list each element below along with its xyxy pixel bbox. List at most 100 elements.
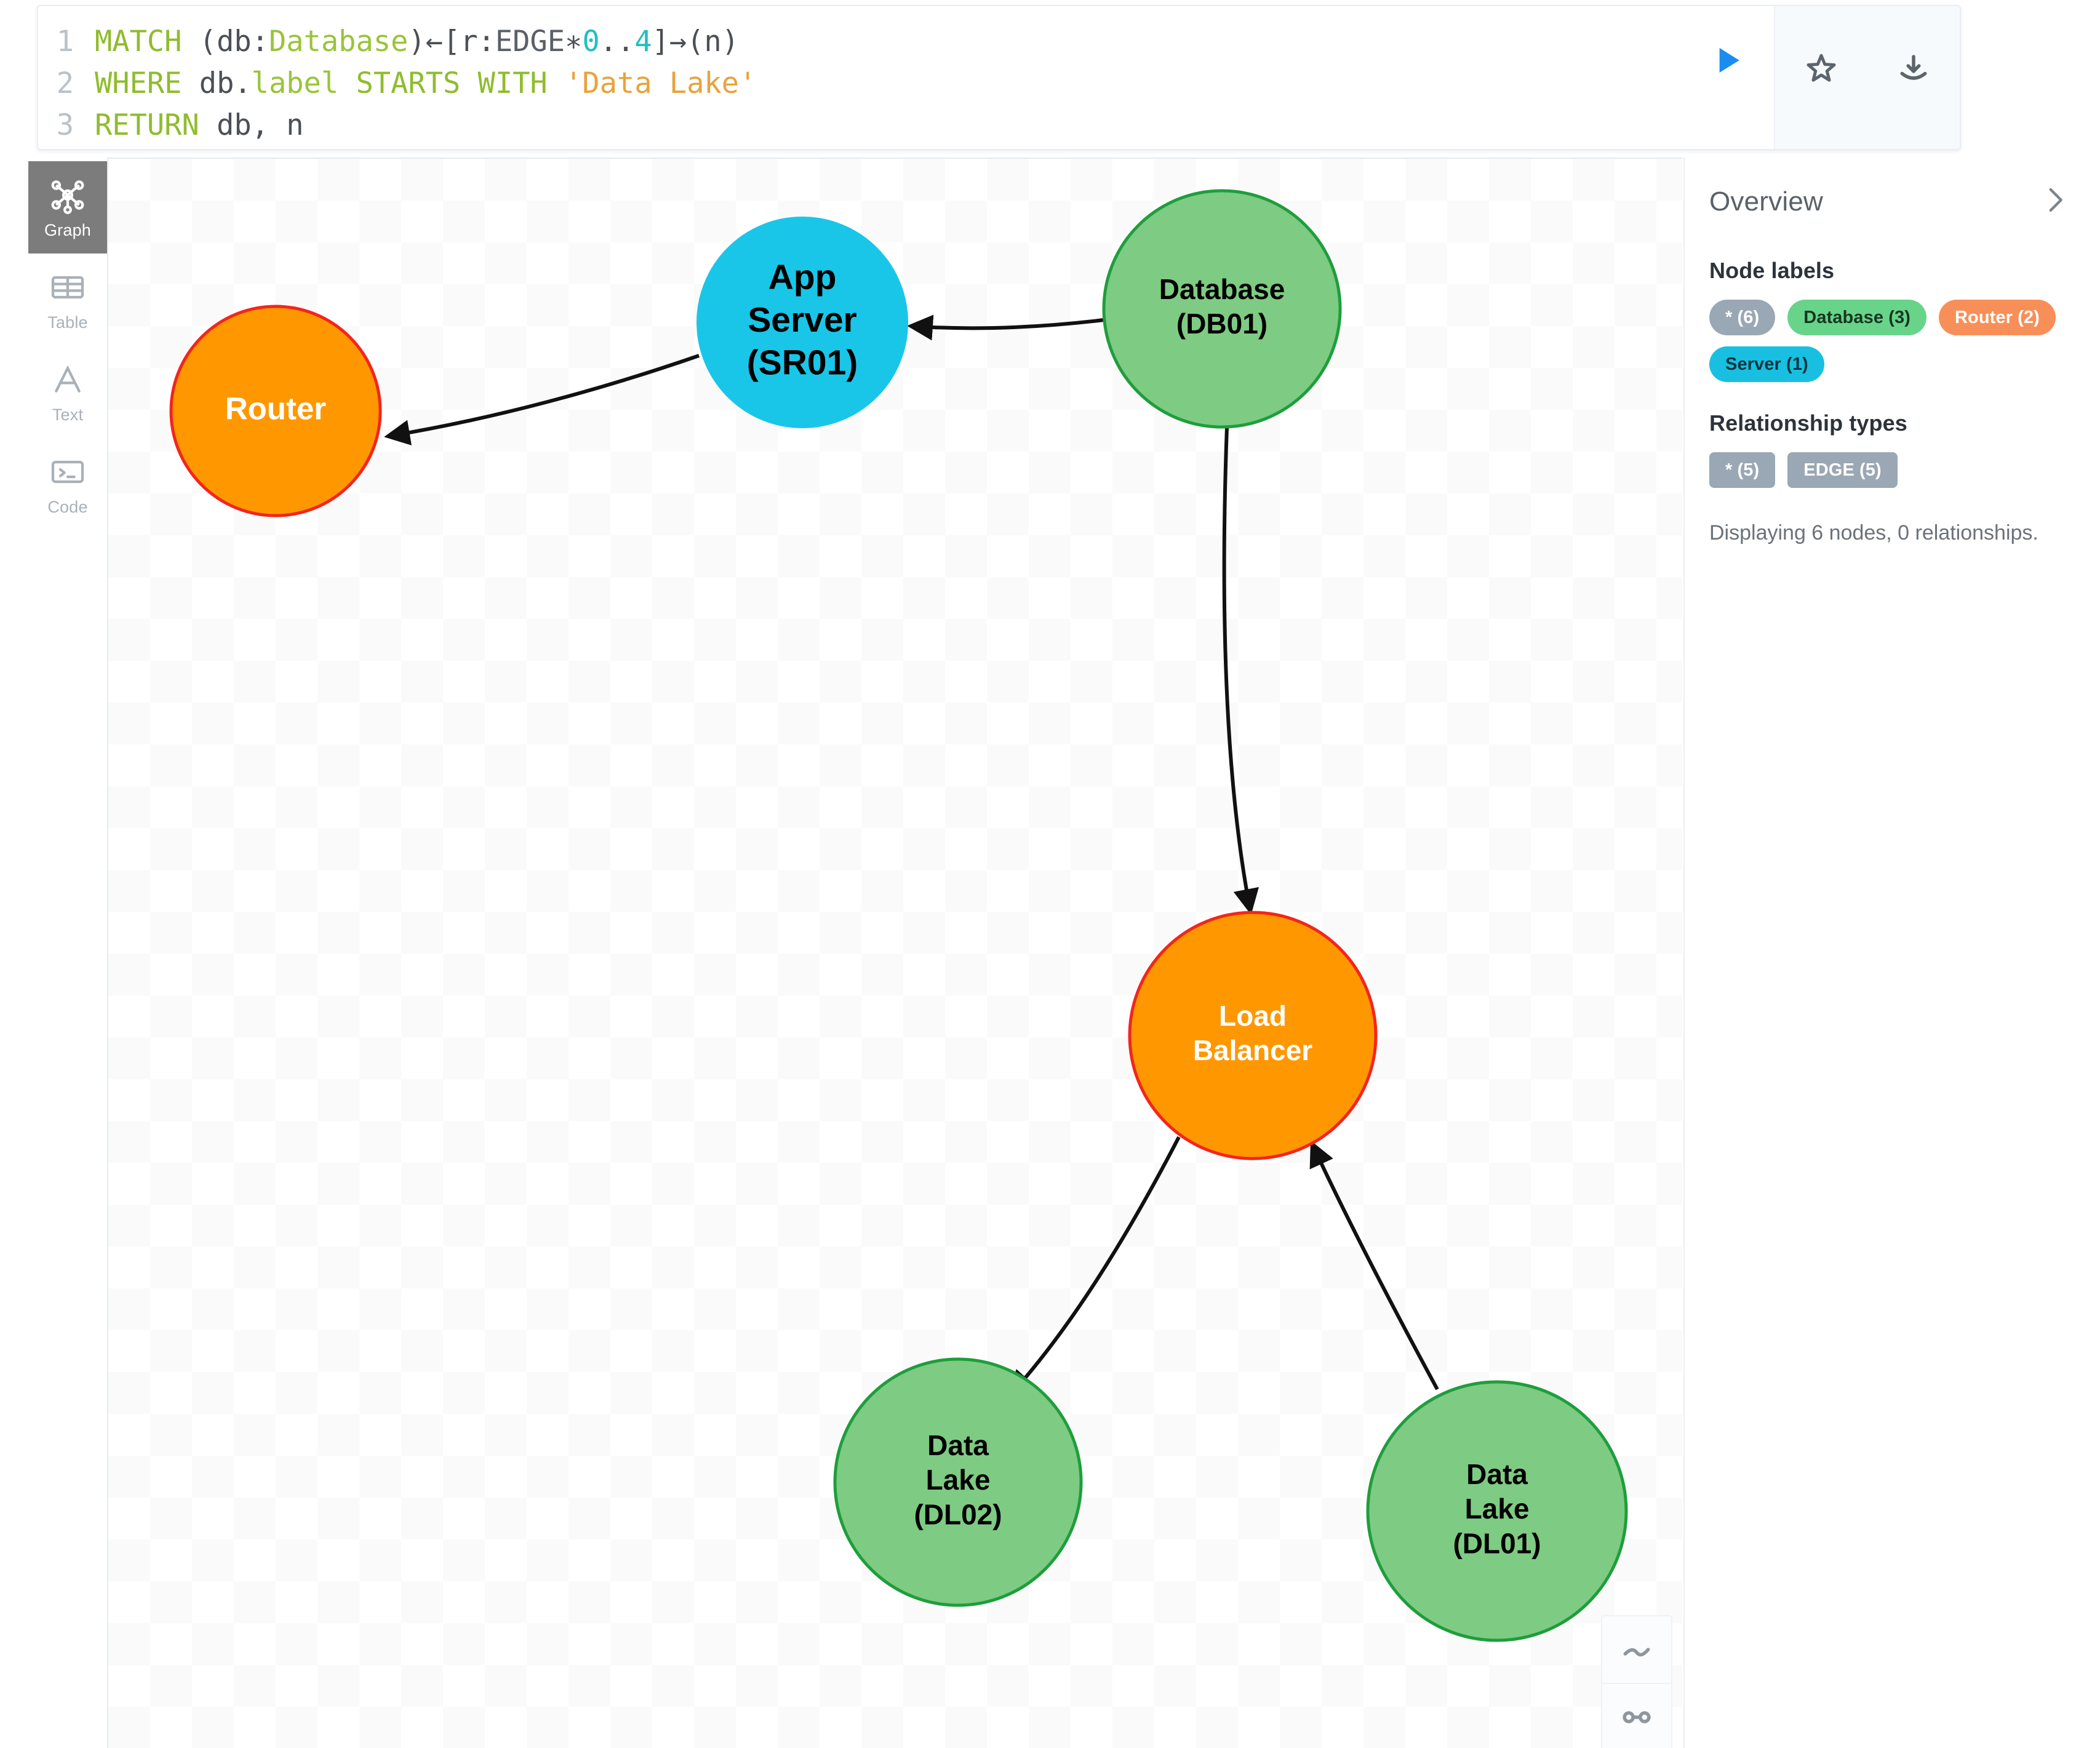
view-mode-sidebar: Graph Table Text: [28, 161, 107, 1748]
sidebar-item-code-label: Code: [47, 498, 88, 516]
graph-node-label: Balancer: [1193, 1034, 1312, 1066]
code-token: 'Data Lake': [565, 66, 757, 100]
star-icon: [1807, 54, 1836, 82]
code-token: MATCH: [95, 25, 199, 58]
graph-node-circle[interactable]: [169, 305, 382, 517]
overview-panel: Overview Node labels * (6) Database (3) Ro…: [1683, 158, 2100, 1748]
relationship-type-chip[interactable]: EDGE (5): [1787, 452, 1898, 488]
editor-actions: [1682, 6, 1960, 149]
toolbar-divider: [1774, 6, 1775, 149]
code-token: .: [234, 66, 252, 100]
relationship-type-chip-list: * (5) EDGE (5): [1709, 452, 2073, 488]
graph-node-label: Load: [1219, 1000, 1287, 1032]
sidebar-item-graph[interactable]: Graph: [28, 161, 107, 253]
code-token: ,: [251, 108, 287, 142]
download-button[interactable]: [1867, 41, 1960, 114]
code-token: )←[: [408, 25, 461, 58]
graph-node-circle[interactable]: [1366, 1380, 1628, 1642]
graph-edge[interactable]: [1008, 1136, 1181, 1397]
graph-node[interactable]: Database(DB01): [1102, 189, 1342, 429]
graph-edges: [384, 314, 1439, 1397]
code-token: n: [704, 25, 722, 58]
overview-title: Overview: [1709, 186, 1823, 217]
code-token: r: [460, 25, 478, 58]
panel-collapse-button[interactable]: [2037, 182, 2073, 221]
relationship-type-chip[interactable]: * (5): [1709, 452, 1776, 488]
graph-edge[interactable]: [384, 354, 700, 445]
code-token: [548, 66, 565, 100]
graph-edge[interactable]: [1222, 426, 1260, 915]
code-token: [338, 66, 356, 100]
code-token: :: [477, 25, 495, 58]
code-token: ∗: [565, 25, 583, 58]
play-icon: [1719, 48, 1739, 73]
graph-node-circle[interactable]: [833, 1357, 1083, 1607]
graph-node-label: (DB01): [1176, 308, 1268, 340]
favorite-button[interactable]: [1775, 41, 1867, 114]
overview-header: Overview: [1709, 182, 2073, 221]
graph-node-circle[interactable]: [697, 217, 908, 428]
zoom-out-button[interactable]: [1602, 1684, 1671, 1748]
line-number: 3: [56, 108, 74, 142]
code-token: db: [217, 25, 252, 58]
sidebar-item-code[interactable]: Code: [28, 438, 107, 530]
graph-edge[interactable]: [907, 314, 1104, 341]
minus-icon: [1623, 1711, 1651, 1723]
code-token: 0: [582, 25, 600, 58]
node-label-chip[interactable]: Database (3): [1787, 300, 1926, 335]
editor-secondary-actions: [1775, 6, 1960, 149]
overview-status-text: Displaying 6 nodes, 0 relationships.: [1709, 521, 2038, 545]
run-query-button[interactable]: [1682, 31, 1774, 105]
graph-node-circle[interactable]: [1128, 911, 1378, 1160]
sidebar-item-graph-label: Graph: [44, 221, 92, 239]
node-label-chip[interactable]: Router (2): [1938, 300, 2056, 335]
node-label-chip[interactable]: Server (1): [1709, 346, 1824, 382]
node-label-chip[interactable]: * (6): [1709, 300, 1776, 335]
table-icon: [51, 276, 84, 299]
sidebar-item-table[interactable]: Table: [28, 253, 107, 346]
code-token: ]→(: [652, 25, 705, 58]
graph-zoom-controls[interactable]: [1601, 1615, 1672, 1748]
code-token: Database: [268, 25, 409, 58]
code-token: ): [721, 25, 739, 58]
graph-node-label: Server: [748, 300, 857, 340]
graph-node-label: Data: [927, 1429, 989, 1461]
zoom-in-button[interactable]: [1602, 1616, 1671, 1684]
graph-node-label: Router: [225, 391, 326, 426]
graph-node-label: (DL02): [914, 1498, 1002, 1530]
graph-node-label: Lake: [1465, 1493, 1530, 1525]
code-token: label: [251, 66, 339, 100]
line-number: 2: [56, 66, 74, 100]
code-token: WHERE: [95, 66, 199, 100]
code-token: ..: [599, 25, 635, 58]
code-token: db: [217, 108, 252, 142]
code-token: (: [199, 25, 217, 58]
sidebar-item-text[interactable]: Text: [28, 346, 107, 438]
graph-node-label: Data: [1466, 1458, 1528, 1490]
chevron-right-icon: [2049, 188, 2062, 212]
graph-node[interactable]: Router: [169, 305, 382, 517]
code-token: 4: [634, 25, 652, 58]
code-token: EDGE: [495, 25, 565, 58]
graph-node-label: Database: [1159, 273, 1285, 305]
sidebar-item-text-label: Text: [52, 405, 84, 424]
line-number: 1: [56, 25, 74, 58]
code-token: STARTS WITH: [356, 66, 548, 100]
graph-edge[interactable]: [1309, 1140, 1439, 1391]
code-token: RETURN: [95, 108, 217, 142]
graph-node-circle[interactable]: [1102, 189, 1342, 429]
node-labels-heading: Node labels: [1709, 258, 1835, 283]
